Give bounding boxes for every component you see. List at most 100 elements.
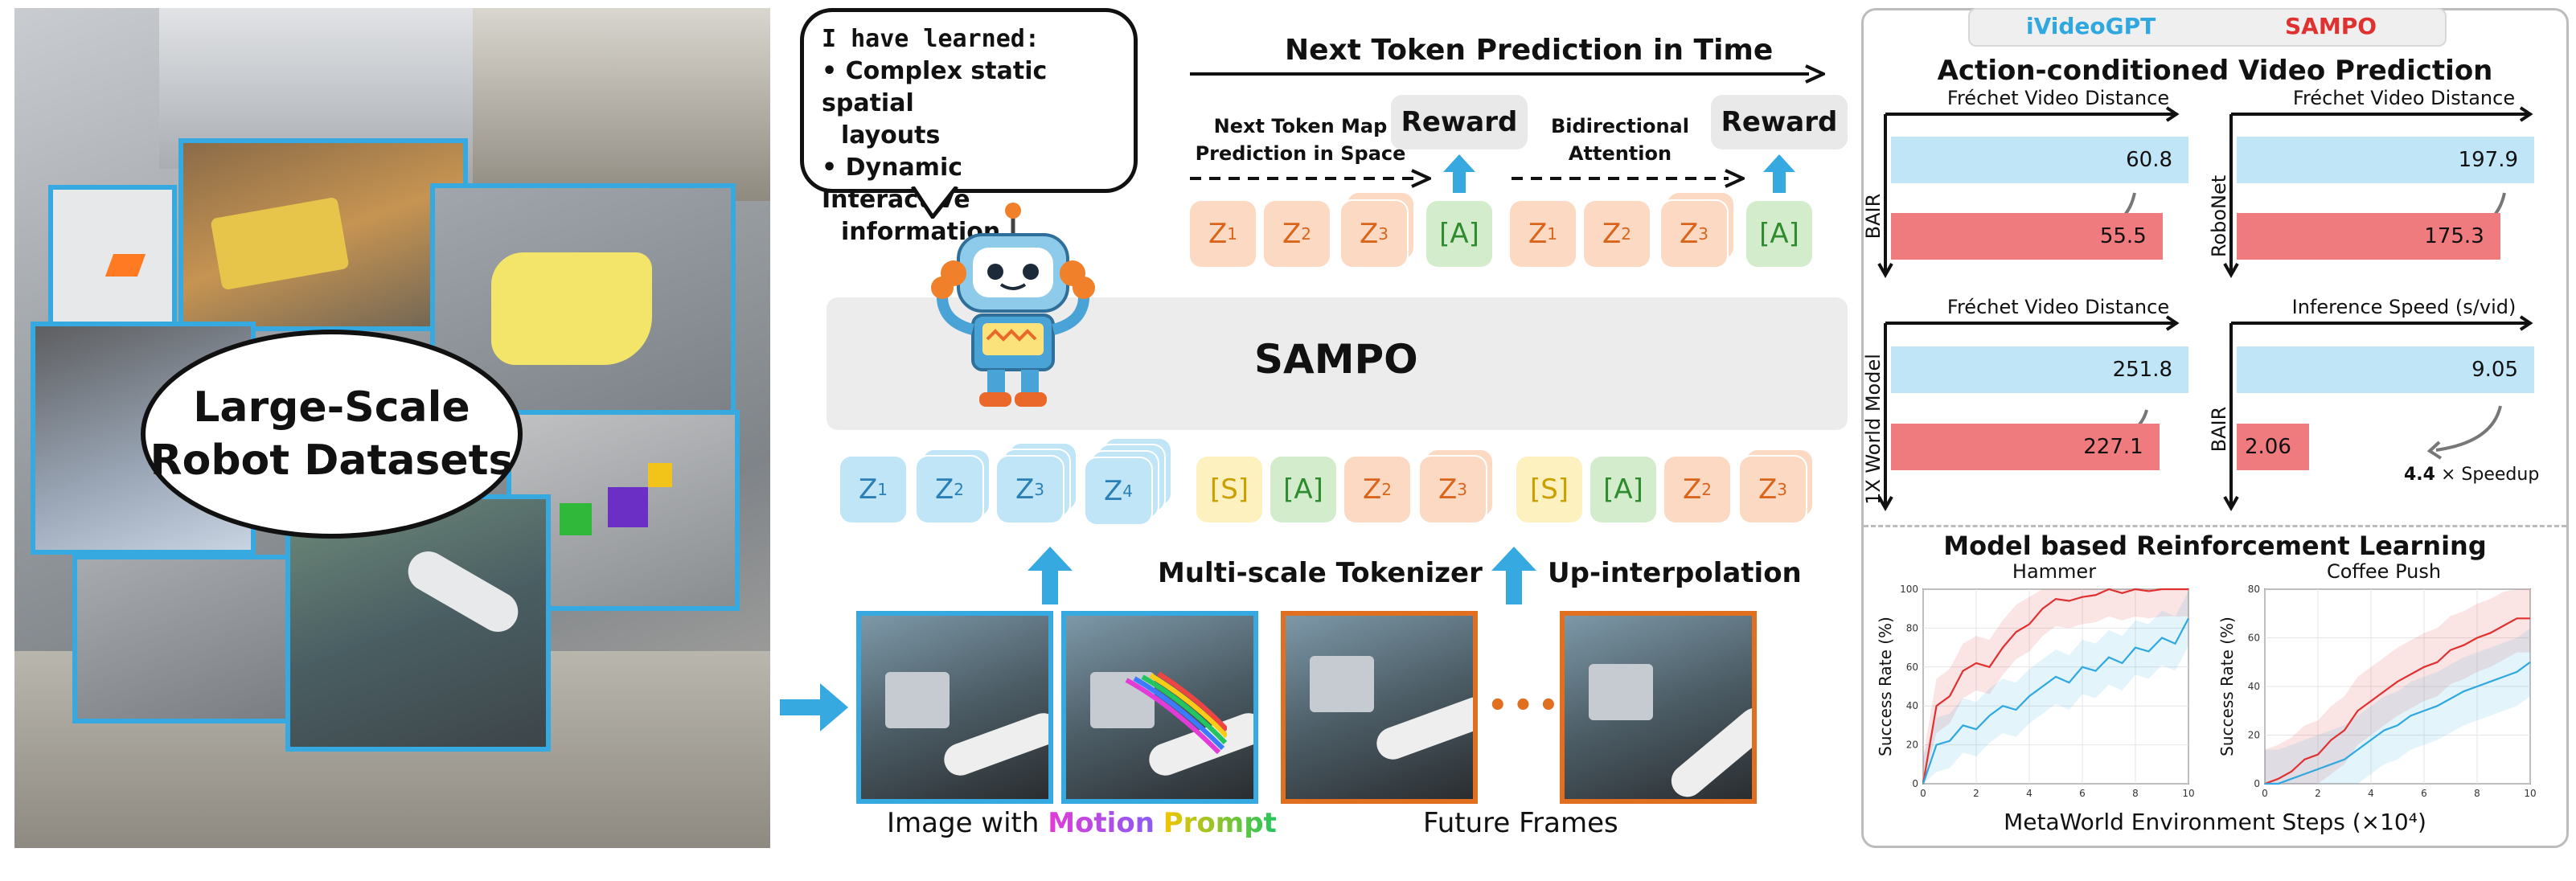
speedup-value: 4.4	[2404, 465, 2435, 485]
datasets-bubble: Large-Scale Robot Datasets	[141, 330, 523, 539]
next-token-map-line2: Prediction in Space	[1195, 142, 1406, 165]
reward-up-arrow-1-icon	[1443, 154, 1475, 193]
x-tick-label: 6	[2421, 788, 2427, 799]
bar-panel-ylabel-4: BAIR	[2208, 406, 2230, 453]
x-tick-label: 2	[1973, 788, 1979, 799]
x-tick-label: 10	[2182, 788, 2194, 799]
x-tick-label: 6	[2079, 788, 2086, 799]
simulated-block-photo	[48, 185, 177, 338]
x-tick-label: 2	[2315, 788, 2321, 799]
bar-value: 55.5	[2099, 224, 2147, 248]
input-frame-image	[856, 611, 1053, 804]
bar-value: 9.05	[2471, 358, 2518, 382]
motion-prompt-frame-image	[1061, 611, 1258, 804]
series-band-1	[1923, 591, 2188, 784]
reward-box-2: Reward	[1711, 95, 1848, 150]
bar-panel-title-1: Fréchet Video Distance	[1946, 87, 2170, 109]
thought-bubble-tail	[910, 186, 958, 219]
caption-motion: Motion	[1048, 807, 1155, 839]
series-line-1	[2265, 661, 2531, 785]
future-frame-n-image	[1560, 611, 1757, 804]
y-tick-label: 80	[1906, 622, 1918, 633]
x-tick-label: 10	[2524, 788, 2536, 799]
bar-ivideogpt-bair-speed: 9.05	[2237, 346, 2534, 393]
y-tick-label: 80	[2248, 584, 2260, 595]
rl-xlabel: MetaWorld Environment Steps (×10⁴)	[2004, 809, 2426, 835]
next-token-time-label: Next Token Prediction in Time	[1285, 34, 1774, 67]
x-tick-label: 4	[2368, 788, 2374, 799]
reward-box-1: Reward	[1391, 95, 1528, 150]
bar-value: 227.1	[2083, 435, 2143, 459]
bar-value: 197.9	[2458, 148, 2518, 172]
multi-scale-tokenizer-label: Multi-scale Tokenizer	[1158, 557, 1483, 589]
cutting-board-photo	[178, 138, 468, 331]
bidirectional-label: Bidirectional Attention	[1540, 113, 1700, 167]
dashed-arrow-1-icon	[1190, 169, 1431, 188]
series-band-0	[1923, 589, 2188, 784]
caption-prompt: Prompt	[1163, 807, 1277, 839]
bar-panel-ylabel-3: 1X World Model	[1862, 354, 1885, 505]
legend-ivideogpt: iVideoGPT	[2026, 13, 2156, 39]
stove-photo	[473, 8, 770, 201]
bar-value: 251.8	[2112, 358, 2172, 382]
speedup-annotation: 4.4 × Speedup	[2404, 465, 2539, 485]
drawer-handle-photo	[72, 555, 297, 723]
frames-ellipsis: •••	[1487, 687, 1564, 724]
datasets-bubble-line2: Robot Datasets	[150, 436, 514, 485]
bar-panel-title-4: Inference Speed (s/vid)	[2291, 296, 2517, 318]
y-tick-label: 40	[1906, 700, 1918, 711]
bidirectional-line2: Attention	[1568, 142, 1672, 165]
tokenizer-up-arrow-icon	[1028, 547, 1073, 604]
token-action-top-b: [A]	[1746, 201, 1812, 267]
legend-box	[1968, 8, 2447, 47]
bidirectional-line1: Bidirectional	[1551, 115, 1689, 137]
y-tick-label: 20	[1906, 740, 1918, 751]
bar-sampo-bair-speed: 2.06	[2237, 424, 2309, 470]
x-tick-label: 0	[1920, 788, 1926, 799]
bar-value: 60.8	[2126, 148, 2172, 172]
future-frames-caption: Future Frames	[1423, 807, 1618, 839]
robot-mascot-icon	[931, 203, 1095, 407]
y-axis-label: Success Rate (%)	[1876, 617, 1895, 756]
bar-panel-title-2: Fréchet Video Distance	[2292, 87, 2516, 109]
input-arrow-icon	[780, 683, 848, 731]
section2-title: Model based Reinforcement Learning	[1943, 531, 2487, 561]
series-band-1	[2265, 628, 2530, 784]
up-interpolation-label: Up-interpolation	[1548, 557, 1802, 589]
thought-item: layouts	[841, 121, 941, 150]
series-line-0	[2264, 617, 2530, 785]
image-with-motion-prompt-caption: Image with Motion Prompt	[887, 807, 1277, 839]
dashed-arrow-2-icon	[1512, 169, 1745, 188]
next-token-map-label: Next Token Map Prediction in Space	[1186, 113, 1415, 167]
section1-title: Action-conditioned Video Prediction	[1937, 55, 2493, 87]
y-tick-label: 60	[1906, 662, 1918, 673]
thought-item: • Dynamic Interactive	[822, 154, 970, 214]
x-tick-label: 8	[2132, 788, 2139, 799]
series-line-1	[1922, 617, 2189, 785]
thought-item: • Complex static spatial	[822, 57, 1048, 117]
future-frame-1-image	[1281, 611, 1478, 804]
next-token-map-line1: Next Token Map	[1213, 115, 1388, 137]
series-band-0	[2265, 589, 2530, 784]
y-tick-label: 60	[2248, 633, 2260, 644]
x-tick-label: 4	[2026, 788, 2032, 799]
reward-up-arrow-2-icon	[1763, 154, 1795, 193]
caption-image-with: Image with	[887, 807, 1048, 839]
yellow-cloth-photo	[430, 183, 736, 416]
token-action-2: [A]	[1590, 457, 1656, 522]
bar-panel-ylabel-1: BAIR	[1862, 193, 1885, 240]
thought-heading: I have learned:	[822, 25, 1040, 53]
bar-sampo-1x-fvd: 227.1	[1891, 424, 2160, 470]
